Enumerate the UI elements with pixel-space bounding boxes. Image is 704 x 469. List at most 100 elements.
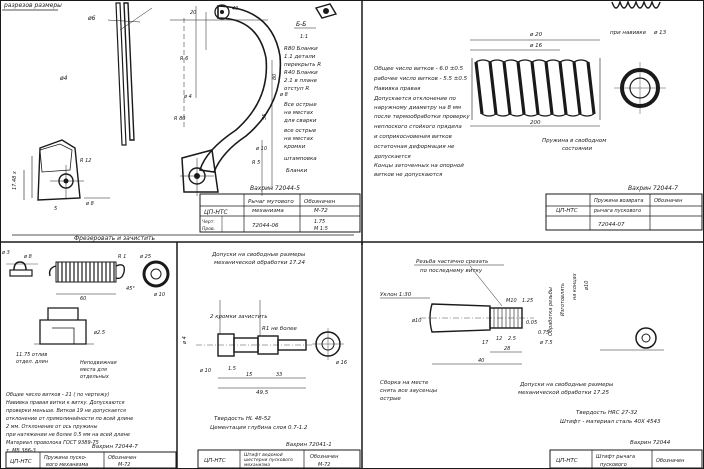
panel-top-right: ø 20 ø 16 при навивке ø 13 200 Пружина в… — [373, 0, 703, 231]
row2-b: Пров. — [202, 226, 215, 232]
tp-code: Обозначен — [656, 458, 685, 464]
spring-dim-a: ø 20 — [529, 32, 543, 38]
dim-l: ø 8 — [279, 92, 288, 98]
tp-dim-a: М10 — [506, 298, 517, 304]
tp-label-c: Уклон 1:30 — [380, 292, 412, 298]
name-1: Рычаг мутового — [248, 199, 294, 205]
note-14: Бланки — [286, 168, 308, 174]
ts-org: ЦП-НТС — [10, 459, 32, 465]
tension-spring-notes: Общее число витков - 21 ( по чертежу) На… — [6, 392, 133, 454]
note-3: перекрыть R — [284, 62, 321, 68]
spring-note-1: рабочее число витков - 5.5 ±0.5 — [373, 76, 468, 82]
note-6: отступ R — [284, 86, 309, 92]
tp-notes-2: механической обработки 17.25 — [518, 390, 609, 396]
lever-side-view: ø6 ø4 — [59, 0, 153, 146]
pin-dim-f: 49.5 — [256, 390, 269, 396]
spring-note-10: Концы заточенных на опорной — [374, 163, 464, 169]
name-2: механизма — [252, 208, 284, 214]
pin-name-2: шестерни пускового — [244, 458, 293, 463]
ts-code-1: Обозначен — [108, 455, 137, 461]
note-5: 2.1 в плане — [284, 78, 318, 84]
ts-name-1: Пружина пуско- — [44, 455, 87, 461]
panel-bottom-left: ø 3 ø 8 60 R 1 45° ø 25 ø 10 ø2.5 — [1, 250, 177, 469]
tp-dim-g: 12 — [496, 336, 502, 342]
threaded-pin-view: ø10 М10 1.25 40 28 12 2.5 17 0.05 0.75 ø… — [411, 298, 553, 365]
section-label: Б-Б — [296, 21, 306, 28]
tension-spring: 60 R 1 45° — [48, 254, 135, 302]
tp-dim-d: ø 7.5 — [539, 340, 553, 346]
pin-dim-d: 15 — [246, 372, 252, 378]
tp-label-a: Резьба частично срезать — [416, 259, 488, 265]
title-block-bottom-center: Вахрин 72041-1 ЦП-НТС Штифт ведомой шест… — [197, 442, 361, 469]
section-b-b: Б-Б 1:1 — [294, 3, 338, 40]
ts-dim-h: ø 10 — [153, 292, 165, 298]
lever-cam-end: 17.48 х R 12 ø 8 5 — [12, 139, 110, 212]
note-4: R40 Бланки — [284, 70, 318, 76]
dim-p: 80 — [272, 74, 278, 80]
tp-name-2: пускового — [600, 462, 627, 468]
lever-notes: R80 Бланки 1.1 детали перекрыть R R40 Бл… — [283, 46, 321, 174]
spring-dim-b: ø 16 — [529, 43, 543, 49]
tp-note-g: острые — [380, 396, 401, 402]
corner-note: разрезов размеры — [3, 2, 62, 9]
pin-header-1: Допуски на свободные размеры — [211, 252, 306, 258]
tp-dim-h: 2.5 — [508, 336, 516, 342]
spring-note-2: Навивка правая — [374, 86, 421, 92]
pin-hard-1: Твердость HL 48-52 — [214, 416, 271, 422]
row2-e: М 1:5 — [314, 226, 328, 232]
pin-dim-g: ø 16 — [335, 360, 347, 366]
spring-org: ЦП-НТС — [556, 208, 578, 214]
lever-main-view: 20 40 R 6 ø 4 R 80 ø 8 ø 10 R 5 55 80 — [170, 4, 288, 196]
dim-a: ø6 — [87, 15, 96, 22]
tension-spring-end: ø 25 ø 10 — [139, 254, 170, 298]
tp-hard-1: Твердость HRC 27-32 — [576, 410, 638, 416]
dim-m: ø 10 — [255, 146, 267, 152]
note-1: R80 Бланки — [284, 46, 318, 52]
dim-h: 40 — [232, 6, 238, 12]
spring-note-0: Общее число витков - 6.0 ±0.5 — [374, 66, 464, 72]
pin-dim-c: 1.5 — [228, 366, 236, 372]
dim-j: ø 4 — [183, 94, 192, 100]
ts-dim-b: ø 8 — [23, 254, 32, 260]
tp-dim-j: 0.05 — [526, 320, 537, 326]
dim-b: ø4 — [59, 75, 68, 82]
ts-dim-f: ø2.5 — [93, 330, 105, 336]
threaded-pin-end-view — [600, 327, 664, 351]
note-8: на местах — [284, 110, 314, 116]
title-block-top-left: Вахрин 72044-5 ЦП-НТС Рычаг мутового мех… — [199, 185, 361, 233]
dim-o: 55 — [262, 114, 268, 120]
note-12: кромки — [284, 144, 306, 150]
spring-note-8: остаточная деформация не — [374, 144, 455, 150]
tp-label-b: по последнему витку — [420, 268, 483, 274]
dim-k: R 80 — [174, 116, 185, 122]
spring-hook-view: ø 3 ø 8 — [1, 250, 38, 277]
note-13: штамповка — [284, 156, 317, 162]
ts-note-7: т. МБ 3б6-3 — [6, 448, 36, 454]
spring-top-fragment — [611, 0, 661, 9]
ts-note-1: Навивка правая витки к витку. Допускаютс… — [6, 400, 125, 406]
spring-name-1: Пружина возврата — [594, 198, 643, 204]
ts-doc: Вахрин 72044-7 — [92, 444, 138, 450]
ts-dim-g: ø 25 — [139, 254, 151, 260]
pin-name-3: механизма — [244, 463, 270, 468]
row2-d: 1.75 — [314, 219, 325, 225]
tp-dim-f: 40 — [478, 358, 484, 364]
spring-end-view — [614, 62, 666, 114]
svg-text:1:1: 1:1 — [300, 34, 308, 40]
pin-dim-e: 33 — [276, 372, 282, 378]
ts-name-2: вого механизма — [46, 462, 88, 468]
ts-dim-e: 60 — [80, 296, 86, 302]
note-10: все острые — [284, 128, 317, 134]
note-2: 1.1 детали — [284, 54, 316, 60]
hook-detail: ø2.5 11.75 отлив отдел. длин Неподвижная… — [16, 307, 117, 380]
pin-code-2: М-72 — [318, 462, 330, 468]
tp-dim-c: ø10 — [411, 318, 421, 324]
dim-n: R 5 — [252, 160, 260, 166]
pin-doc: Вахрин 72041-1 — [286, 442, 332, 448]
ts-dim-a: ø 3 — [1, 250, 10, 256]
panel-bottom-right: Резьба частично срезать по последнему ви… — [380, 259, 703, 469]
tp-note-c: на концах — [572, 273, 578, 300]
panel-top-left: разрезов размеры ø6 ø4 17.48 х R 12 ø 8 — [2, 0, 361, 242]
tp-note-a: Обработка резьбы — [548, 287, 554, 336]
